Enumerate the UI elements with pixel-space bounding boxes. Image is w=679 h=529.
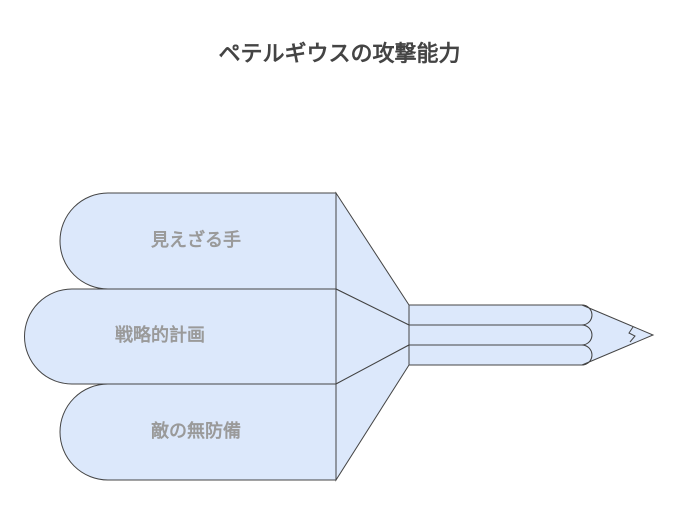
pencil-segment-1 xyxy=(408,304,593,326)
item-label-3: 敵の無防備 xyxy=(151,420,241,442)
pencil-tip xyxy=(581,304,655,366)
item-card-2 xyxy=(24,288,337,385)
diagram-title: ペテルギウスの攻撃能力 xyxy=(218,42,461,67)
item-card-1 xyxy=(59,192,337,290)
pencil-segment-3 xyxy=(408,344,593,366)
pencil-segment-2 xyxy=(408,324,593,346)
pencil-lead-mark xyxy=(628,326,636,343)
item-label-2: 戦略的計画 xyxy=(115,324,205,346)
item-label-1: 見えざる手 xyxy=(150,229,241,251)
item-card-3 xyxy=(59,383,337,481)
